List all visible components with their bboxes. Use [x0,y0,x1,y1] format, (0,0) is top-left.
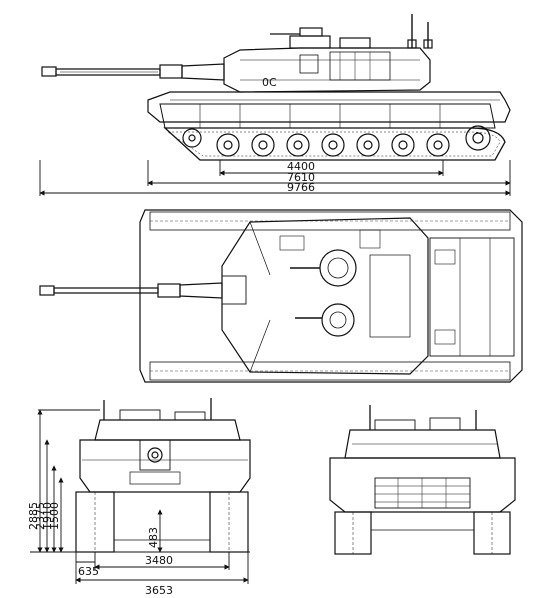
dim-ground-clearance: 483 [147,527,160,548]
top-loader-hatch [321,303,355,337]
side-track [163,125,506,161]
dim-turret-roof-height: 2375 [34,502,47,530]
top-commander-hatch [319,249,357,287]
rear-view [329,405,516,555]
dim-overall-length: 9766 [287,181,315,194]
dim-hull-top-height: 1910 [41,502,54,530]
dim-hull-contact: 4400 [287,160,315,173]
side-dimensions [39,160,511,196]
front-dimensions [30,409,250,584]
side-turret: 0C [223,14,433,93]
top-view [39,209,523,383]
top-turret [221,217,429,375]
dim-overall-width: 3653 [145,584,173,597]
dim-track-width: 635 [78,565,99,578]
rear-exhaust-grille [374,477,471,509]
svg-text:0C: 0C [262,76,277,89]
front-view [75,398,251,553]
top-engine-deck [429,237,515,357]
side-hull [147,91,511,129]
top-main-gun [39,275,247,305]
dim-track-centers: 3480 [145,554,173,567]
dim-hull-length: 7610 [287,171,315,184]
top-hull [139,209,523,383]
side-main-gun [41,63,225,81]
dim-fender-height: 1500 [48,502,61,530]
dim-overall-height: 2885 [27,502,40,530]
front-gun-muzzle [147,447,163,463]
rear-hull [329,457,516,513]
side-view: 0C [41,14,511,161]
